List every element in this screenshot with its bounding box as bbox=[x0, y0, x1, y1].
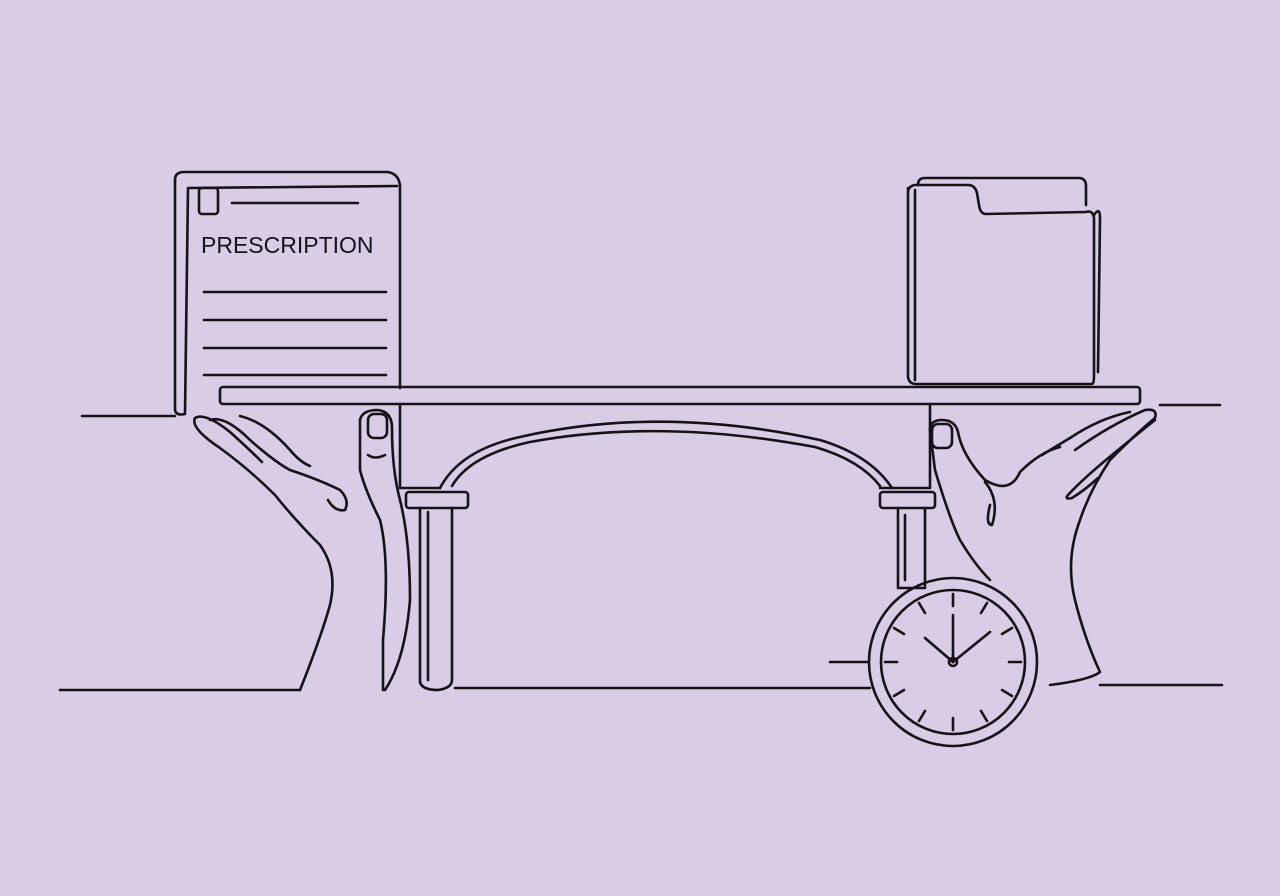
document-title: PRESCRIPTION bbox=[201, 232, 374, 258]
left-hand-icon bbox=[193, 408, 412, 692]
folder-icon bbox=[906, 176, 1102, 386]
left-support-leg bbox=[404, 490, 470, 692]
balance-beam bbox=[218, 385, 1142, 490]
right-hand-icon bbox=[928, 408, 1157, 687]
clock-icon bbox=[828, 576, 1039, 748]
ground-lines bbox=[58, 403, 1224, 692]
clock-ticks bbox=[883, 592, 1023, 732]
clock-second-hand bbox=[951, 630, 992, 664]
right-support-leg bbox=[878, 490, 937, 590]
prescription-document-icon: PRESCRIPTION bbox=[173, 170, 402, 416]
clock-hour-hand bbox=[923, 636, 955, 664]
